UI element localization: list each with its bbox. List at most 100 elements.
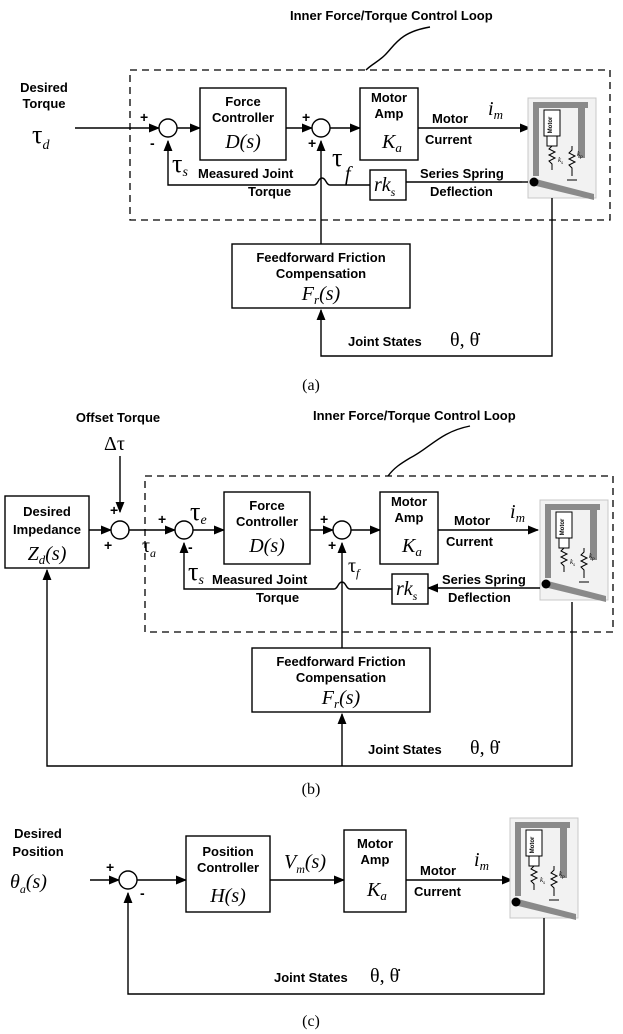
robot-b-ks: ks <box>570 558 575 568</box>
tau-a: τ <box>332 143 342 172</box>
rks-box-b <box>391 573 429 605</box>
imp-line2: Impedance <box>13 522 81 537</box>
inner-loop-label-a: Inner Force/Torque Control Loop <box>290 8 493 23</box>
caption-c: (c) <box>302 1013 320 1030</box>
sum-c-minus: - <box>140 885 145 901</box>
sum-b0-plus-bottom: + <box>104 537 112 553</box>
rks-b: rks <box>396 578 418 603</box>
amp-b-line1: Motor <box>391 494 427 509</box>
fc-a-line2: Controller <box>212 110 274 125</box>
impedance-box <box>4 495 90 569</box>
sum-c-plus: + <box>106 859 114 875</box>
amp-a-gain: Ka <box>381 131 402 155</box>
amp-c-gain: Ka <box>366 879 387 903</box>
summing-junction-c <box>118 870 138 890</box>
robot-a-motor-label: Motor <box>548 116 554 133</box>
tau-d-symbol: τd <box>32 120 50 153</box>
fc-b-line1: Force <box>249 498 284 513</box>
desired-position-2: Position <box>12 844 63 859</box>
pc-line2: Controller <box>197 860 259 875</box>
ff-a-tf: Fr(s) <box>301 283 341 307</box>
im-b: im <box>510 501 525 525</box>
vm-c: Vm(s) <box>284 851 326 876</box>
summing-junction-b0 <box>110 520 130 540</box>
robot-c-motor-label: Motor <box>530 836 536 853</box>
motor-amp-box-c <box>343 829 407 913</box>
inner-loop-leader-a <box>365 26 431 71</box>
pc-tf: H(s) <box>209 885 246 907</box>
spring-a-2: Deflection <box>430 184 493 199</box>
robot-sketch-c: Motor ks kp <box>509 817 579 920</box>
joint-states-c: Joint States <box>274 970 348 985</box>
ff-a-1: Feedforward Friction <box>256 250 385 265</box>
sum-b1-plus: + <box>158 511 166 527</box>
offset-torque-label: Offset Torque <box>76 410 160 425</box>
ff-b-1: Feedforward Friction <box>276 654 405 669</box>
measured-a-1: Measured Joint <box>198 166 294 181</box>
tau-a-b: τa <box>142 535 156 560</box>
fc-a-tf: D(s) <box>224 131 261 153</box>
amp-a-line1: Motor <box>371 90 407 105</box>
joint-states-line-a <box>316 198 553 357</box>
sum-b0-plus-top: + <box>110 502 118 518</box>
tau-s-a: τs <box>172 149 188 180</box>
robot-sketch-b: Motor ks kp <box>539 499 609 602</box>
motor-amp-box-b <box>379 491 439 565</box>
sum-a1-plus: + <box>140 109 148 125</box>
spring-a-1: Series Spring <box>420 166 504 181</box>
motor-current-c-1: Motor <box>420 863 456 878</box>
inner-loop-boundary-b <box>144 475 614 633</box>
fc-b-line2: Controller <box>236 514 298 529</box>
joint-states-line-c <box>123 891 545 995</box>
sum-a2-plus-bottom: + <box>308 135 316 151</box>
force-controller-box-b <box>223 491 311 565</box>
desired-torque-label-1: Desired <box>20 80 68 95</box>
summing-junction-a1 <box>158 118 178 138</box>
robot-b-motor-label: Motor <box>560 518 566 535</box>
inner-loop-leader-b <box>387 425 471 477</box>
delta-tau: Δτ <box>104 433 125 455</box>
panel-a: Inner Force/Torque Control Loop Desired … <box>20 8 611 394</box>
joint-states-line-b <box>42 568 573 767</box>
motor-current-a-2: Current <box>425 132 473 147</box>
caption-b: (b) <box>302 781 321 798</box>
inner-loop-boundary-a <box>129 69 611 221</box>
measured-b-2: Torque <box>256 590 299 605</box>
f-label-a: f <box>345 163 353 185</box>
ff-b-tf: Fr(s) <box>321 687 361 711</box>
sum-a1-minus: - <box>150 135 155 151</box>
sum-b2-plus-bottom: + <box>328 537 336 553</box>
fc-a-line1: Force <box>225 94 260 109</box>
desired-torque-label-2: Torque <box>22 96 65 111</box>
amp-a-line2: Amp <box>375 106 404 121</box>
inner-loop-label-b: Inner Force/Torque Control Loop <box>313 408 516 423</box>
motor-current-c-2: Current <box>414 884 462 899</box>
im-c: im <box>474 849 489 873</box>
joint-states-a: Joint States <box>348 334 422 349</box>
im-a: im <box>488 98 503 122</box>
measured-b-1: Measured Joint <box>212 572 308 587</box>
desired-position-1: Desired <box>14 826 62 841</box>
robot-c-kp: kp <box>559 870 565 880</box>
rks-a: rks <box>374 174 396 199</box>
imp-tf: Zd(s) <box>28 543 67 567</box>
fc-b-tf: D(s) <box>248 535 285 557</box>
theta-d-c: θa(s) <box>10 871 47 896</box>
amp-c-line2: Amp <box>361 852 390 867</box>
force-controller-box-a <box>199 87 287 161</box>
position-controller-box <box>185 835 271 913</box>
sum-b1-minus: - <box>188 539 193 555</box>
panel-b: Offset Torque Δτ Inner Force/Torque Cont… <box>4 408 614 798</box>
spring-b-1: Series Spring <box>442 572 526 587</box>
ff-b-2: Compensation <box>296 670 386 685</box>
robot-sketch-a: Motor ks kp <box>527 97 597 200</box>
motor-current-b-1: Motor <box>454 513 490 528</box>
robot-a-ks: ks <box>558 156 563 166</box>
caption-a: (a) <box>302 377 320 394</box>
tau-s-b: τs <box>188 557 204 588</box>
imp-line1: Desired <box>23 504 71 519</box>
robot-c-ks: ks <box>540 876 545 886</box>
robot-a-kp: kp <box>577 150 583 160</box>
rks-box-a <box>369 169 407 201</box>
